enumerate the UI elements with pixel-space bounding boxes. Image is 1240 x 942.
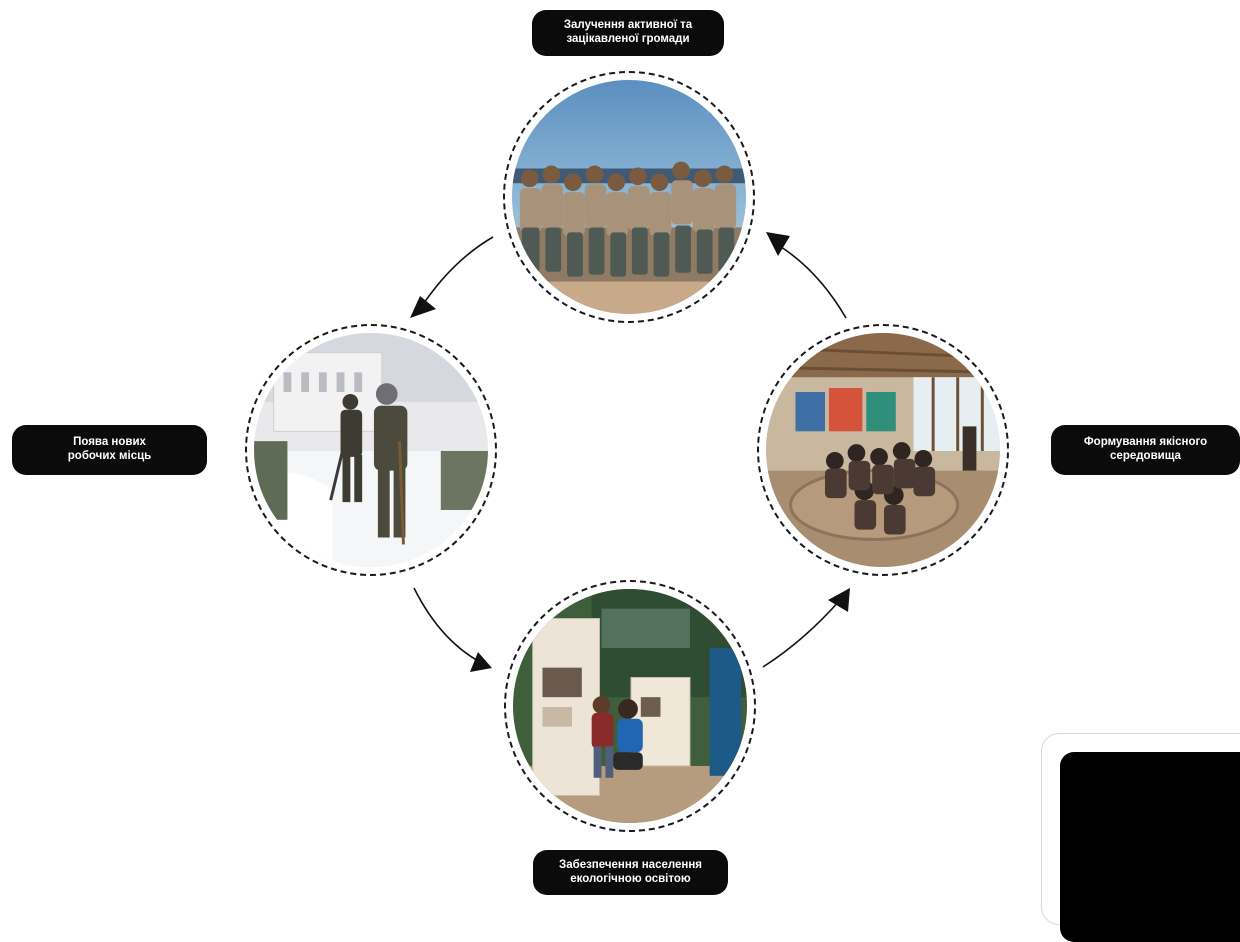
ecological-exhibit-photo	[513, 589, 747, 823]
arrow-right-to-top-head	[766, 232, 790, 256]
node-right	[757, 324, 1009, 576]
label-left-line2: робочих місць	[67, 450, 152, 462]
corner-card-black-panel	[1060, 752, 1240, 942]
label-right: Формування якісного середовища	[1051, 425, 1240, 475]
label-top: Залучення активної та зацікавленої грома…	[532, 10, 724, 56]
node-left	[245, 324, 497, 576]
arrow-bottom-to-right	[762, 599, 841, 668]
arrow-left-to-bottom-head	[470, 652, 492, 672]
arrow-right-to-top	[777, 244, 847, 319]
corner-card	[1041, 733, 1240, 942]
arrow-top-to-left	[417, 236, 494, 313]
snow-shoveling-workers-photo	[254, 333, 488, 567]
label-top-line2: зацікавленої громади	[566, 33, 690, 45]
label-left: Поява нових робочих місць	[12, 425, 207, 475]
node-top	[503, 71, 755, 323]
label-bottom-line2: екологічною освітою	[570, 872, 691, 885]
label-bottom-line1: Забезпечення населення	[558, 858, 703, 871]
label-top-line1: Залучення активної та	[563, 19, 693, 32]
label-right-line2: середовища	[1110, 450, 1181, 462]
label-bottom: Забезпечення населення екологічною освіт…	[533, 850, 728, 895]
arrow-bottom-to-right-head	[828, 588, 850, 612]
community-gathering-room-photo	[766, 333, 1000, 567]
group-of-rangers-photo	[512, 80, 746, 314]
arrow-left-to-bottom	[413, 587, 481, 663]
node-bottom	[504, 580, 756, 832]
label-left-line1: Поява нових	[73, 436, 146, 449]
cycle-arrows	[410, 232, 850, 672]
label-right-line1: Формування якісного	[1083, 436, 1208, 449]
arrow-top-to-left-head	[410, 296, 436, 318]
